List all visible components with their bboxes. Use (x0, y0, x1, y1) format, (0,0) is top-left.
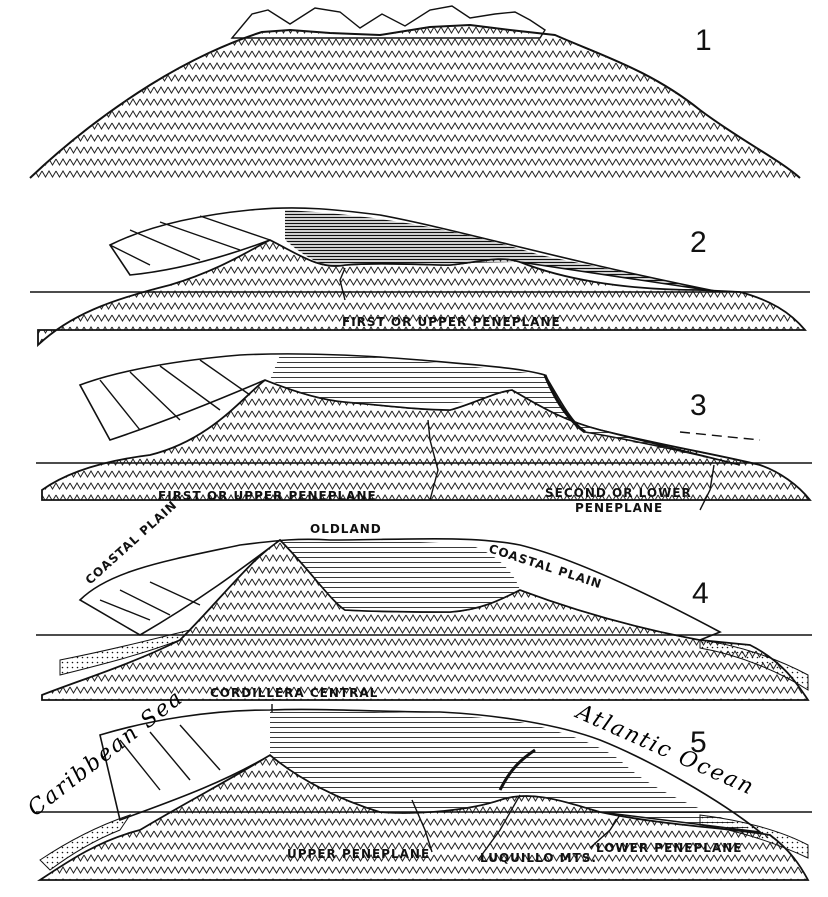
panel-1-number: 1 (695, 24, 712, 57)
panel-1-folded-rock (30, 25, 800, 178)
panel-3-label-upper-peneplane: FIRST OR UPPER PENEPLANE (158, 489, 377, 503)
panel-4-number: 4 (692, 577, 709, 610)
panel-3-label-lower-2: PENEPLANE (575, 501, 663, 515)
panel-3: 3 FIRST OR UPPER PENEPLANE SECOND OR LOW… (36, 354, 812, 515)
panel-5-label-lower-peneplane: LOWER PENEPLANE (596, 841, 742, 855)
panel-2-label-upper-peneplane: FIRST OR UPPER PENEPLANE (342, 315, 561, 329)
panel-2-number: 2 (690, 226, 707, 259)
panel-2: 2 FIRST OR UPPER PENEPLANE (30, 208, 810, 345)
panel-3-dashed-projection (680, 432, 760, 440)
panel-5: 5 CORDILLERA CENTRAL Caribbean Sea Atlan… (23, 685, 812, 880)
panel-5-label-cordillera: CORDILLERA CENTRAL (210, 686, 378, 700)
panel-3-number: 3 (690, 389, 707, 422)
panel-3-label-lower-1: SECOND OR LOWER (545, 486, 692, 500)
panel-5-label-luquillo: LUQUILLO MTS. (480, 851, 597, 865)
panel-4-label-oldland: OLDLAND (310, 522, 382, 536)
panel-4: 4 OLDLAND COASTAL PLAIN COASTAL PLAIN (36, 498, 812, 700)
panel-5-label-upper-peneplane: UPPER PENEPLANE (287, 847, 430, 861)
panel-1: 1 (30, 6, 800, 178)
